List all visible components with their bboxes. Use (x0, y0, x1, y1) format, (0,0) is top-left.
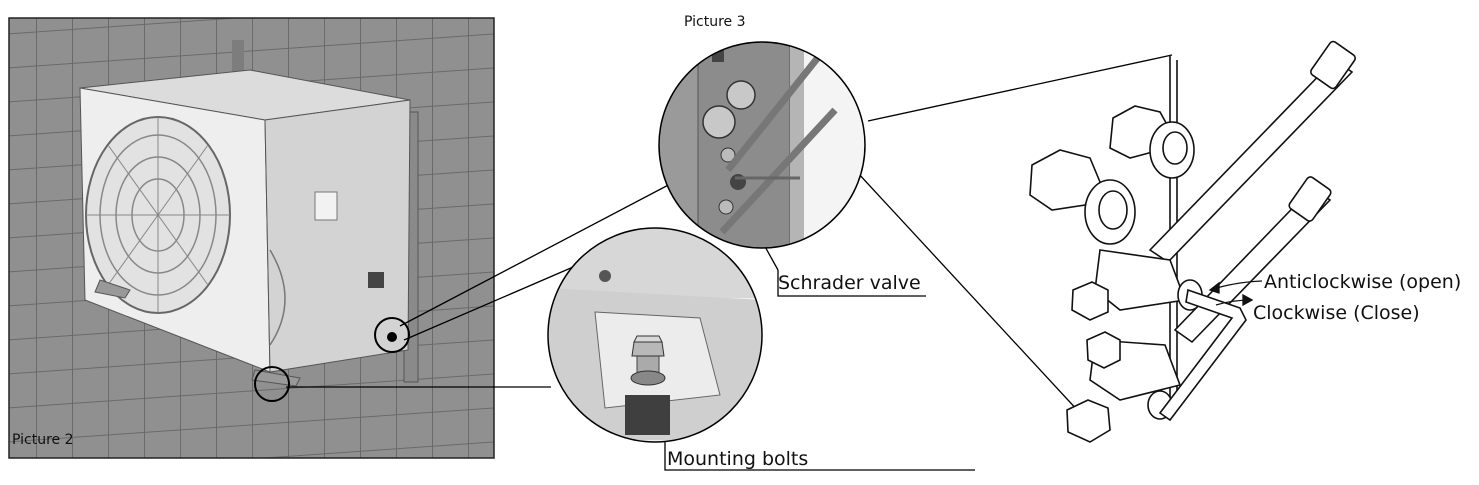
anticlockwise-label: Anticlockwise (open) (1264, 271, 1462, 293)
rotation-arrows (1208, 280, 1263, 307)
outdoor-unit-photo (8, 17, 495, 459)
mounting-bolt-closeup-circle (547, 227, 763, 443)
valve-closeup-circle (658, 41, 866, 249)
picture-3-caption: Picture 3 (684, 14, 746, 30)
schrader-valve-label: Schrader valve (778, 272, 921, 294)
valve-highlight-circle (374, 317, 410, 353)
service-valve-drawing (1029, 40, 1356, 443)
bolt-highlight-circle (254, 366, 290, 402)
clockwise-label: Clockwise (Close) (1253, 302, 1420, 324)
picture-2-caption: Picture 2 (12, 432, 74, 448)
mounting-bolts-label: Mounting bolts (667, 448, 809, 470)
fan-grille (85, 116, 231, 314)
